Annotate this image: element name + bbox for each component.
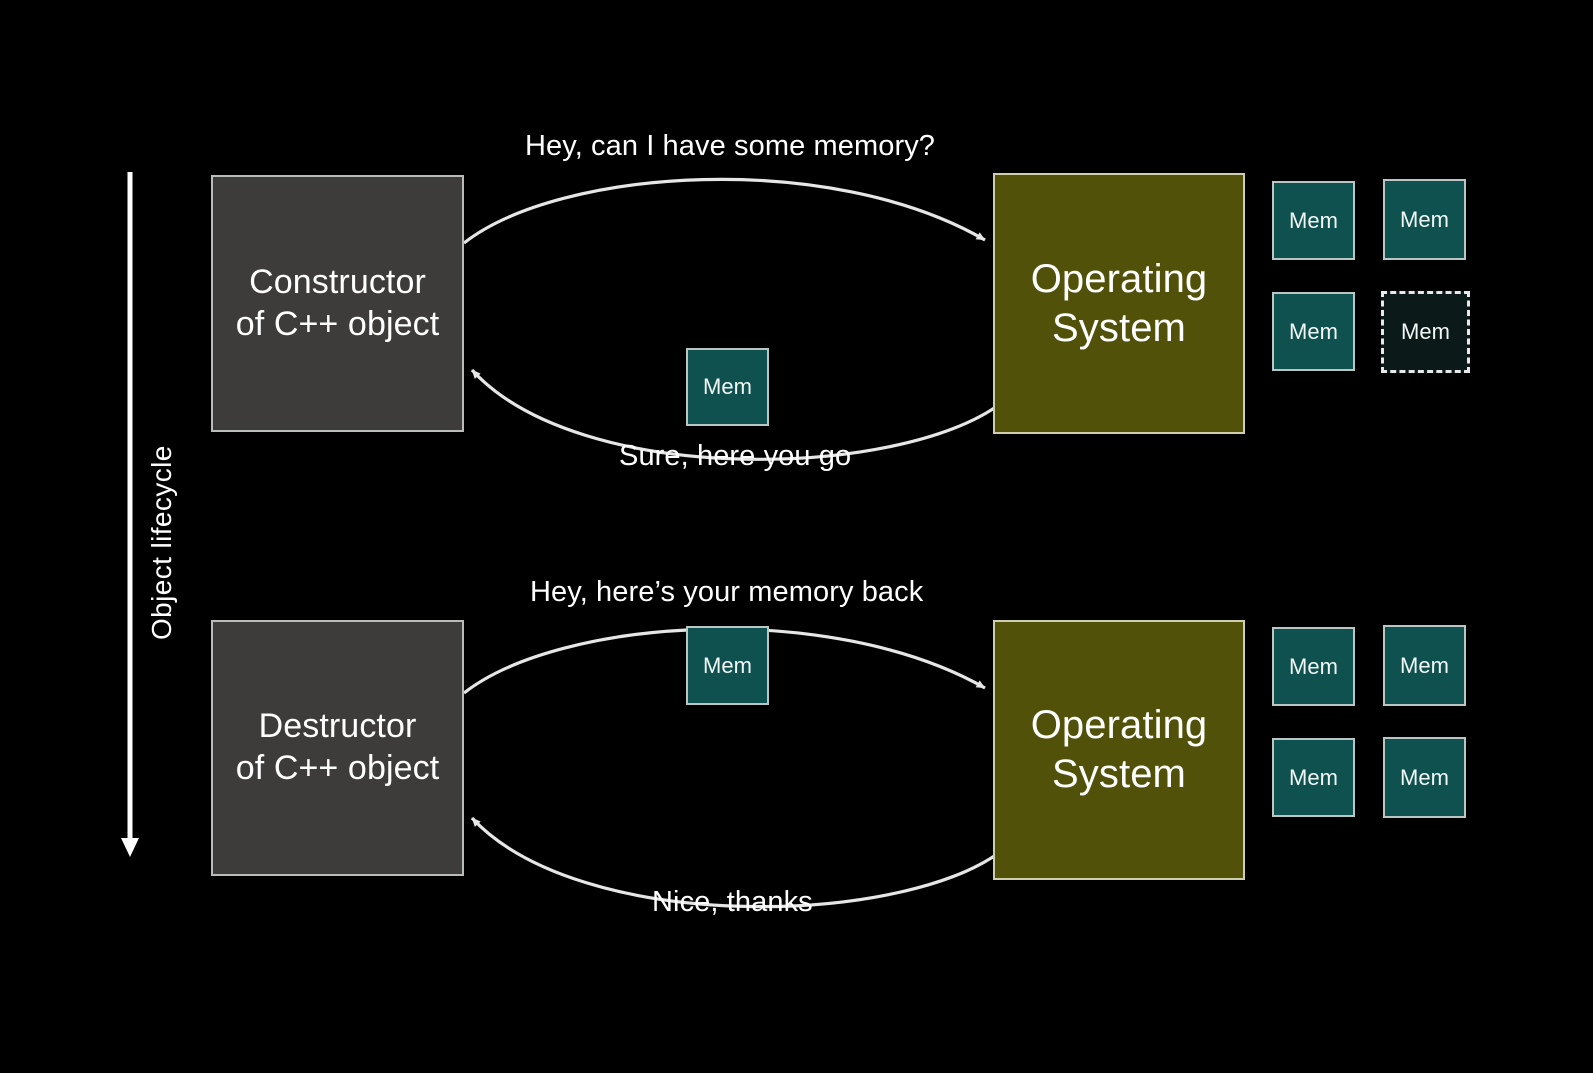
- os-allocation-line-1: Operating: [1030, 256, 1208, 301]
- deallocation-request-caption: Hey, here’s your memory back: [530, 576, 924, 608]
- constructor-line-1: Constructor: [249, 262, 426, 301]
- transit-memory-block-allocation[interactable]: Mem: [686, 348, 769, 426]
- memory-pool-block-2-deallocation[interactable]: Mem: [1272, 738, 1355, 817]
- operating-system-box-allocation[interactable]: Operating System: [993, 173, 1245, 434]
- destructor-box-text: Destructor of C++ object: [236, 706, 440, 790]
- memory-pool-block-3-deallocation[interactable]: Mem: [1383, 737, 1466, 818]
- constructor-box-text: Constructor of C++ object: [236, 262, 440, 346]
- object-lifecycle-label: Object lifecycle: [146, 445, 177, 640]
- memory-pool-block-0-deallocation[interactable]: Mem: [1272, 627, 1355, 706]
- memory-pool-block-0-allocation[interactable]: Mem: [1272, 181, 1355, 260]
- os-box-text-allocation: Operating System: [1031, 255, 1208, 353]
- allocation-request-arrow: [463, 177, 986, 245]
- os-allocation-line-2: System: [1052, 305, 1186, 350]
- allocation-request-caption: Hey, can I have some memory?: [525, 130, 936, 162]
- allocation-reply-caption: Sure, here you go: [619, 440, 852, 472]
- constructor-box[interactable]: Constructor of C++ object: [211, 175, 464, 432]
- memory-pool-block-1-allocation[interactable]: Mem: [1383, 179, 1466, 260]
- constructor-line-2: of C++ object: [235, 304, 440, 343]
- os-box-text-deallocation: Operating System: [1031, 701, 1208, 799]
- destructor-box[interactable]: Destructor of C++ object: [211, 620, 464, 876]
- os-deallocation-line-2: System: [1052, 752, 1186, 796]
- memory-pool-block-2-allocation[interactable]: Mem: [1272, 292, 1355, 371]
- deallocation-reply-caption: Nice, thanks: [652, 886, 813, 918]
- destructor-line-1: Destructor: [258, 707, 417, 746]
- os-deallocation-line-1: Operating: [1030, 703, 1208, 748]
- transit-memory-block-deallocation[interactable]: Mem: [686, 626, 769, 705]
- memory-pool-block-3-allocation-free[interactable]: Mem: [1381, 291, 1470, 373]
- destructor-line-2: of C++ object: [235, 749, 440, 787]
- memory-pool-block-1-deallocation[interactable]: Mem: [1383, 625, 1466, 706]
- operating-system-box-deallocation[interactable]: Operating System: [993, 620, 1245, 880]
